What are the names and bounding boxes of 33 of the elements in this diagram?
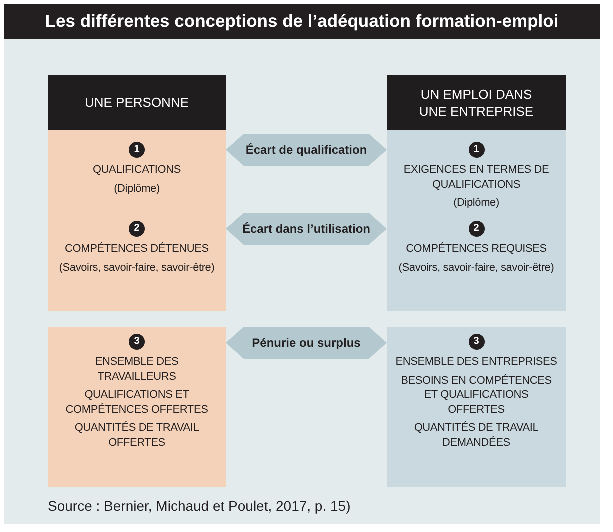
column-header: UNE PERSONNE: [48, 75, 226, 130]
item-text: (Diplôme): [114, 182, 160, 196]
item-text: COMPÉTENCES DÉTENUES: [65, 242, 209, 256]
double-arrow: [226, 134, 387, 166]
item-text: (Diplôme): [454, 196, 500, 210]
item-text: (Savoirs, savoir-faire, savoir-être): [398, 260, 554, 275]
column-panel: [387, 130, 566, 311]
edge-label: Pénurie ou surplus: [252, 335, 361, 351]
edge-label: Écart de qualification: [246, 142, 368, 158]
step-number: 1: [129, 142, 145, 158]
item-text: QUANTITÉS DE TRAVAIL DEMANDÉES: [413, 421, 540, 450]
item-text: BESOINS EN COMPÉTENCES ET QUALIFICATIONS OFFERTES: [400, 374, 553, 417]
column-panel: [387, 327, 566, 487]
item-text: QUALIFICATIONS: [92, 163, 182, 178]
item-text: (Savoirs, savoir-faire, savoir-être): [59, 260, 215, 275]
step-number: 1: [468, 142, 484, 158]
step-number: 2: [129, 221, 145, 237]
double-arrow: [226, 213, 387, 245]
column-panel: [48, 130, 226, 311]
column-panel: [48, 327, 226, 487]
item-text: EXIGENCES EN TERMES DE QUALIFICATIONS: [402, 163, 550, 192]
source-note: Source : Bernier, Michaud et Poulet, 2017, p. 15): [48, 497, 351, 515]
column-header: UN EMPLOI DANS UNE ENTREPRISE: [387, 75, 566, 130]
step-number: 2: [468, 221, 484, 237]
step-number: 3: [129, 334, 145, 350]
item-text: QUANTITÉS DE TRAVAIL OFFERTES: [74, 421, 200, 450]
item-text: COMPÉTENCES REQUISES: [406, 242, 547, 256]
item-text: ENSEMBLE DES TRAVAILLEURS: [94, 355, 180, 384]
double-arrow: [226, 327, 387, 359]
item-text: ENSEMBLE DES ENTREPRISES: [396, 355, 558, 370]
title-bar: Les différentes conceptions de l’adéquation formation-emploi: [4, 4, 600, 39]
item-text: QUALIFICATIONS ET COMPÉTENCES OFFERTES: [64, 388, 210, 417]
step-number: 3: [468, 334, 484, 350]
